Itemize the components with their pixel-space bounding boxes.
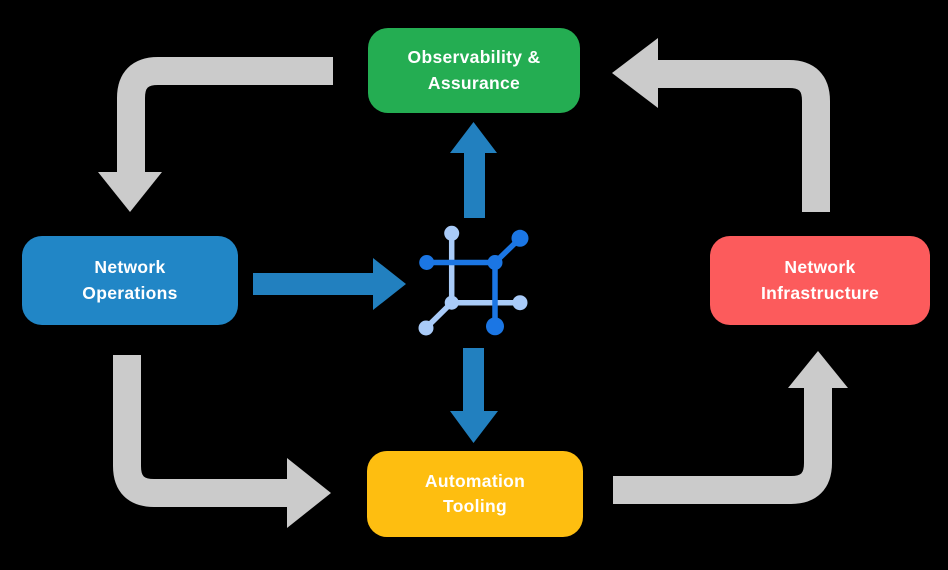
hub-icon-light-lines [425, 230, 523, 329]
node-infrastructure-label: Network Infrastructure [761, 257, 879, 303]
arrow-infrastructure-to-observability [612, 38, 830, 212]
arrow-operations-to-automation [113, 355, 331, 528]
arrow-operations-to-hub [253, 258, 406, 310]
node-observability: Observability & Assurance [368, 28, 580, 113]
arrow-hub-to-observability [450, 122, 497, 218]
node-operations: Network Operations [22, 236, 238, 325]
arrow-observability-to-operations [98, 57, 333, 212]
node-operations-label: Network Operations [82, 257, 178, 303]
node-automation-label: Automation Tooling [424, 470, 526, 516]
node-automation: Automation Tooling [367, 451, 583, 537]
hub-icon-light-dots [418, 225, 528, 336]
node-observability-label: Observability & Assurance [407, 47, 541, 93]
node-infrastructure: Network Infrastructure [710, 236, 930, 325]
hub-icon-dark-lines [423, 235, 523, 324]
network-hub-icon [414, 220, 532, 338]
hub-icon-dark-dots [419, 229, 529, 336]
arrow-hub-to-automation [450, 348, 498, 443]
arrow-automation-to-infrastructure [613, 351, 848, 504]
